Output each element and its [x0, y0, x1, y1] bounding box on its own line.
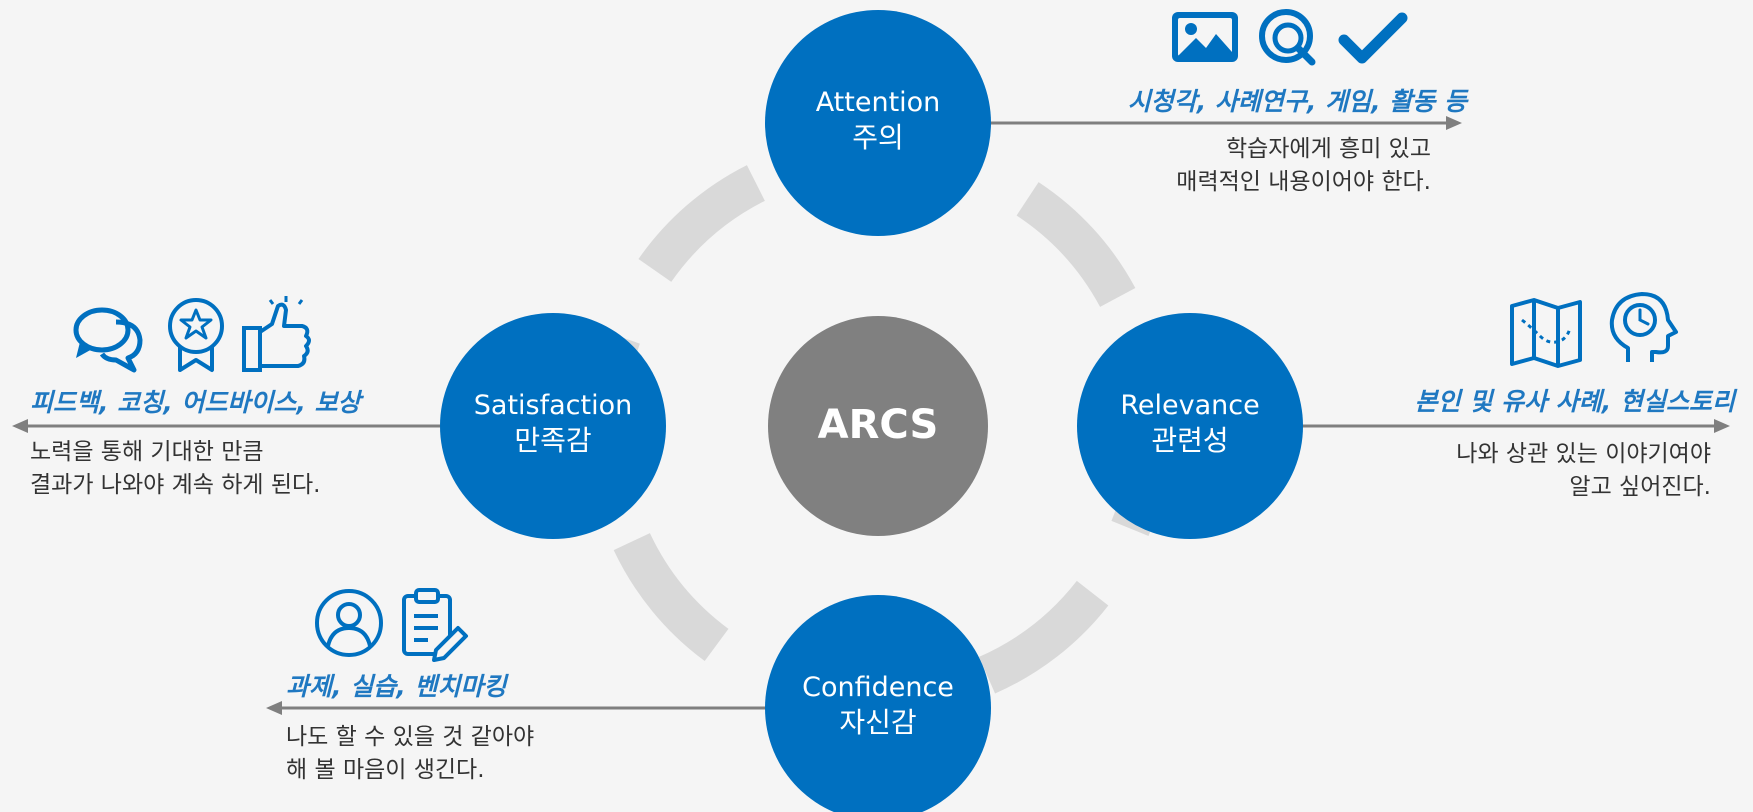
relevance-desc-line2: 알고 싶어진다. — [1569, 474, 1711, 500]
confidence-desc-line2: 해 볼 마음이 생긴다. — [286, 757, 485, 783]
satisfaction-methods: 피드백, 코칭, 어드바이스, 보상 — [30, 388, 361, 417]
chat-bubbles-icon — [73, 307, 143, 373]
satisfaction-ko: 만족감 — [514, 423, 592, 457]
confidence-arrow — [266, 701, 766, 715]
search-icon — [1259, 9, 1316, 66]
confidence-en: Confidence — [802, 672, 954, 703]
center-label: ARCS — [817, 402, 939, 448]
attention-desc-line1: 학습자에게 흥미 있고 — [1225, 136, 1431, 162]
relevance-label: Relevance 관련성 — [1090, 389, 1290, 458]
attention-arrow — [990, 116, 1462, 130]
attention-en: Attention — [815, 87, 941, 118]
relevance-methods: 본인 및 유사 사례, 현실스토리 — [1414, 387, 1735, 416]
confidence-desc: 나도 할 수 있을 것 같아야 해 볼 마음이 생긴다. — [286, 721, 534, 787]
attention-label: Attention 주의 — [778, 86, 978, 155]
confidence-ko: 자신감 — [839, 705, 917, 739]
relevance-arrow — [1300, 419, 1730, 433]
relevance-en: Relevance — [1120, 390, 1260, 421]
attention-methods: 시청각, 사례연구, 게임, 활동 등 — [1127, 87, 1467, 116]
center-circle — [768, 316, 988, 536]
attention-desc-line2: 매력적인 내용이어야 한다. — [1176, 169, 1431, 195]
attention-circle — [765, 10, 991, 236]
relevance-circle — [1077, 313, 1303, 539]
head-clock-icon — [1609, 292, 1678, 362]
satisfaction-desc-line1: 노력을 통해 기대한 만큼 — [30, 439, 264, 465]
relevance-desc-line1: 나와 상관 있는 이야기여야 — [1456, 441, 1711, 467]
relevance-ko: 관련성 — [1151, 423, 1229, 457]
thumbs-up-icon — [242, 296, 311, 372]
confidence-label: Confidence 자신감 — [778, 671, 978, 740]
relevance-desc: 나와 상관 있는 이야기여야 알고 싶어진다. — [1456, 438, 1711, 504]
attention-desc: 학습자에게 흥미 있고 매력적인 내용이어야 한다. — [1176, 133, 1431, 199]
satisfaction-label: Satisfaction 만족감 — [443, 389, 663, 458]
confidence-desc-line1: 나도 할 수 있을 것 같아야 — [286, 724, 535, 750]
satisfaction-circle — [440, 313, 666, 539]
satisfaction-desc-line2: 결과가 나와야 계속 하게 된다. — [30, 472, 321, 498]
satisfaction-arrow — [12, 419, 440, 433]
confidence-circle — [765, 595, 991, 812]
map-icon — [1510, 298, 1582, 368]
image-icon — [1172, 12, 1238, 62]
user-icon — [315, 589, 383, 657]
award-ribbon-icon — [168, 298, 224, 372]
satisfaction-desc: 노력을 통해 기대한 만큼 결과가 나와야 계속 하게 된다. — [30, 436, 320, 502]
checkmark-icon — [1338, 12, 1408, 64]
confidence-methods: 과제, 실습, 벤치마킹 — [286, 672, 507, 701]
clipboard-pencil-icon — [402, 588, 468, 662]
attention-ko: 주의 — [852, 120, 904, 154]
satisfaction-en: Satisfaction — [473, 390, 633, 421]
